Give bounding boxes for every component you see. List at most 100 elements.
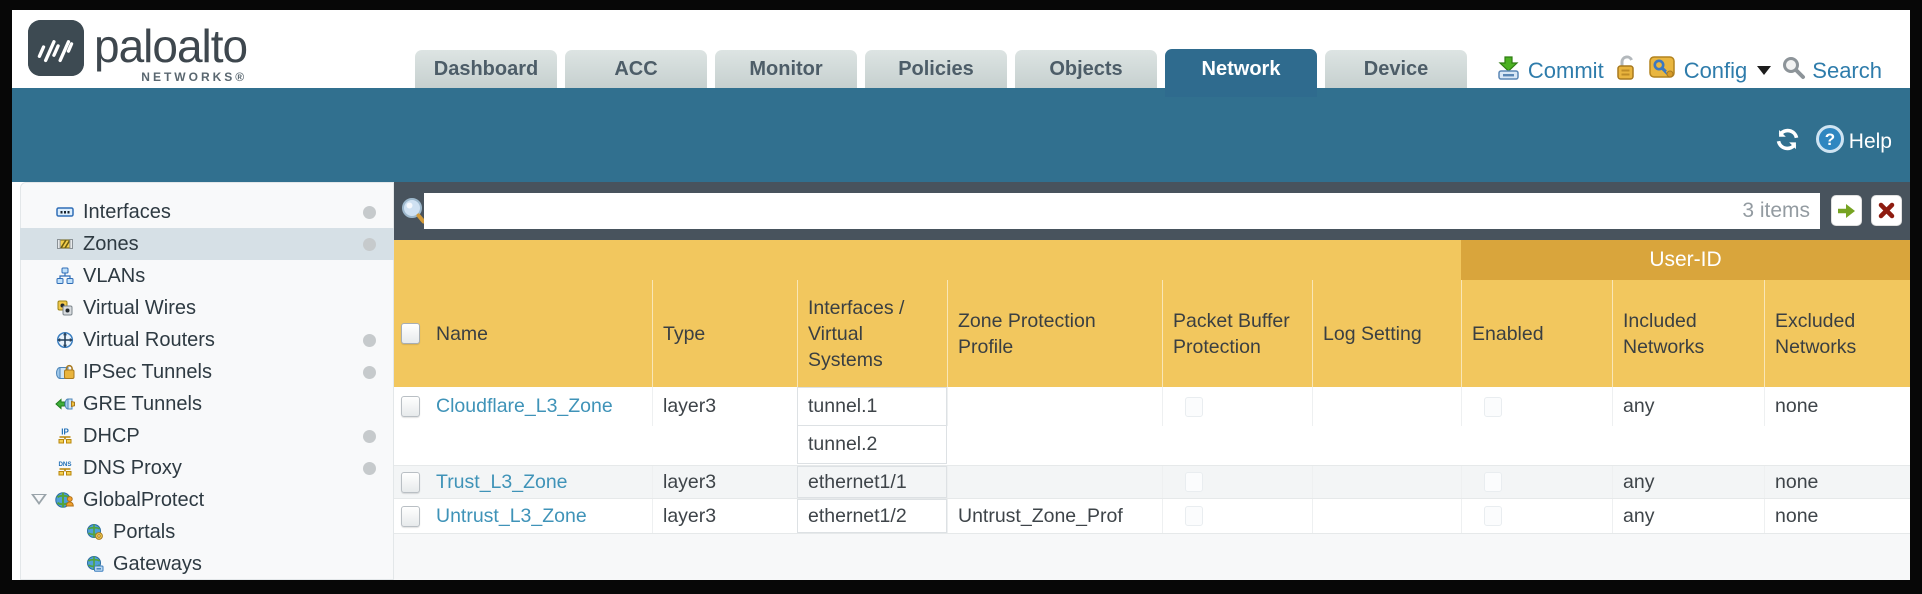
column-header-type[interactable]: Type	[652, 280, 797, 387]
svg-text:DNS: DNS	[58, 461, 71, 468]
portals-icon	[85, 523, 105, 541]
packet-buffer-protection-checkbox[interactable]	[1185, 472, 1203, 492]
column-header-interfaces[interactable]: Interfaces / Virtual Systems	[797, 280, 947, 387]
status-dot	[363, 462, 376, 475]
commit-button[interactable]: Commit	[1495, 54, 1604, 87]
filter-search-icon	[400, 196, 427, 231]
user-id-enabled-checkbox[interactable]	[1484, 472, 1502, 492]
tab-policies[interactable]: Policies	[865, 50, 1007, 88]
brand-subtitle: NETWORKS®	[141, 70, 248, 84]
cell-interfaces: tunnel.1 tunnel.2	[797, 387, 947, 465]
globalprotect-icon	[55, 491, 75, 509]
cell-zone-protection-profile	[947, 387, 1162, 426]
refresh-icon[interactable]	[1774, 126, 1801, 158]
header-actions: Commit	[1495, 54, 1882, 87]
cell-type: layer3	[652, 466, 797, 498]
cell-interfaces: ethernet1/1	[797, 466, 947, 498]
table-row: Untrust_L3_Zone layer3 ethernet1/2 Untru…	[394, 499, 1910, 534]
packet-buffer-protection-checkbox[interactable]	[1185, 396, 1203, 417]
apply-filter-button[interactable]	[1831, 195, 1862, 226]
sidebar-item-label: GRE Tunnels	[83, 392, 202, 415]
config-menu-button[interactable]: Config	[1648, 54, 1772, 87]
status-dot	[363, 206, 376, 219]
svg-text:?: ?	[1825, 130, 1835, 149]
sidebar-item-gre-tunnels[interactable]: GRE Tunnels	[20, 388, 394, 420]
filter-input[interactable]	[424, 193, 1820, 229]
cell-included-networks: any	[1612, 466, 1764, 498]
sidebar-item-label: Portals	[113, 520, 176, 543]
column-header-excluded-networks[interactable]: Excluded Networks	[1764, 280, 1910, 387]
help-button[interactable]: ? Help	[1815, 124, 1892, 160]
column-header-zone-protection-profile[interactable]: Zone Protection Profile	[947, 280, 1162, 387]
select-all-checkbox[interactable]	[400, 323, 420, 344]
commit-icon	[1495, 54, 1522, 87]
zone-name-link[interactable]: Untrust_L3_Zone	[436, 504, 587, 527]
main-nav-tabs: Dashboard ACC Monitor Policies Objects N…	[415, 40, 1467, 97]
sidebar-item-label: IPSec Tunnels	[83, 360, 212, 383]
zone-name-link[interactable]: Cloudflare_L3_Zone	[436, 395, 613, 417]
clear-filter-button[interactable]	[1871, 195, 1902, 226]
sidebar-item-label: Zones	[83, 232, 139, 255]
cell-included-networks: any	[1612, 499, 1764, 533]
tab-dashboard[interactable]: Dashboard	[415, 50, 557, 88]
ipsec-tunnels-icon	[55, 363, 75, 381]
sidebar-item-virtual-routers[interactable]: Virtual Routers	[20, 324, 394, 356]
column-header-included-networks[interactable]: Included Networks	[1612, 280, 1764, 387]
lock-icon[interactable]	[1614, 54, 1638, 87]
gateways-icon	[85, 555, 105, 573]
zone-name-link[interactable]: Trust_L3_Zone	[436, 470, 568, 493]
packet-buffer-protection-checkbox[interactable]	[1185, 506, 1203, 526]
sidebar-item-portals[interactable]: Portals	[20, 516, 394, 548]
interfaces-icon	[55, 203, 75, 221]
chevron-down-icon	[1757, 66, 1772, 75]
sidebar-item-gateways[interactable]: Gateways	[20, 548, 394, 580]
help-icon: ?	[1815, 124, 1845, 160]
dns-proxy-icon: DNS	[55, 459, 75, 477]
user-id-enabled-checkbox[interactable]	[1484, 396, 1502, 417]
interface-cell: tunnel.1	[797, 387, 947, 426]
row-checkbox[interactable]	[400, 471, 420, 493]
collapse-triangle-icon[interactable]	[31, 494, 47, 505]
table-body: Cloudflare_L3_Zone layer3 tunnel.1 tunne…	[394, 387, 1910, 534]
sidebar-item-vlans[interactable]: VLANs	[20, 260, 394, 292]
svg-text:IP: IP	[61, 428, 69, 437]
search-icon	[1781, 55, 1806, 86]
sidebar-item-zones[interactable]: Zones	[20, 228, 394, 260]
sidebar-item-interfaces[interactable]: Interfaces	[20, 196, 394, 228]
filter-bar: 3 items	[394, 182, 1910, 240]
column-header-log-setting[interactable]: Log Setting	[1312, 280, 1461, 387]
sidebar-item-dns-proxy[interactable]: DNS DNS Proxy	[20, 452, 394, 484]
cell-zone-protection-profile	[947, 466, 1162, 498]
status-dot	[363, 238, 376, 251]
cell-excluded-networks: none	[1764, 466, 1910, 498]
tab-acc[interactable]: ACC	[565, 50, 707, 88]
interface-cell: ethernet1/1	[797, 466, 947, 498]
search-button[interactable]: Search	[1781, 55, 1882, 86]
cell-log-setting	[1312, 387, 1461, 426]
tab-objects[interactable]: Objects	[1015, 50, 1157, 88]
config-icon	[1648, 54, 1678, 87]
interface-cell: ethernet1/2	[797, 499, 947, 533]
user-id-group-header: User-ID	[1461, 240, 1910, 280]
sidebar-item-dhcp[interactable]: IP DHCP	[20, 420, 394, 452]
tab-network[interactable]: Network	[1165, 49, 1317, 97]
vlans-icon	[55, 267, 75, 285]
virtual-routers-icon	[55, 331, 75, 349]
tab-monitor[interactable]: Monitor	[715, 50, 857, 88]
sidebar-item-globalprotect[interactable]: GlobalProtect	[20, 484, 394, 516]
column-header-name[interactable]: Name	[436, 322, 489, 345]
sidebar-item-ipsec-tunnels[interactable]: IPSec Tunnels	[20, 356, 394, 388]
row-checkbox[interactable]	[400, 396, 420, 417]
row-checkbox[interactable]	[400, 505, 420, 527]
gre-tunnels-icon	[55, 395, 75, 413]
tab-device[interactable]: Device	[1325, 50, 1467, 88]
user-id-enabled-checkbox[interactable]	[1484, 506, 1502, 526]
column-header-packet-buffer-protection[interactable]: Packet Buffer Protection	[1162, 280, 1312, 387]
table-row: Trust_L3_Zone layer3 ethernet1/1 any non…	[394, 466, 1910, 499]
column-header-enabled[interactable]: Enabled	[1461, 280, 1612, 387]
sub-header-band: ? Help	[12, 88, 1910, 182]
sidebar-item-label: GlobalProtect	[83, 488, 205, 511]
sidebar-item-virtual-wires[interactable]: Virtual Wires	[20, 292, 394, 324]
network-sidebar: Interfaces Zones VLANs Vir	[20, 182, 394, 580]
sidebar-item-label: VLANs	[83, 264, 146, 287]
